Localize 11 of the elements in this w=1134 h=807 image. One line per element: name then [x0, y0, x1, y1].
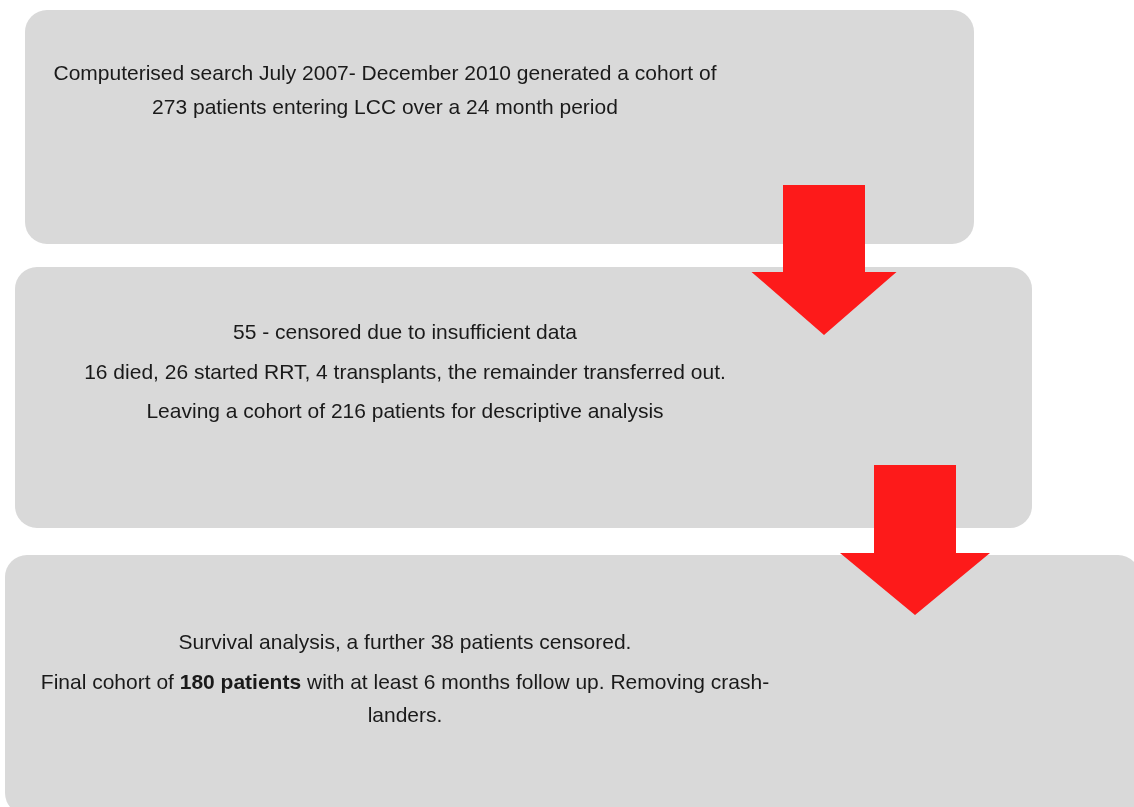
process-box: [25, 10, 974, 244]
process-box: [15, 267, 1032, 528]
block-arrow: [840, 465, 990, 615]
box-text: Final cohort of 180 patients with at least 6 months follow up. Removing crash-landers.: [39, 668, 771, 729]
process-box: [5, 555, 1134, 807]
box-text: 55 - censored due to insufficient data: [233, 319, 577, 345]
box-text: Leaving a cohort of 216 patients for descriptive analysis: [146, 398, 664, 425]
box-text: Survival analysis, a further 38 patients censored.: [178, 629, 632, 655]
block-arrow: [751, 185, 897, 335]
box-text: 16 died, 26 started RRT, 4 transplants, the remainder transferred out.: [84, 358, 726, 385]
box-text: Computerised search July 2007- December 2010 generated a cohort of 273 patients entering LCC over a 24 month period: [52, 60, 718, 120]
